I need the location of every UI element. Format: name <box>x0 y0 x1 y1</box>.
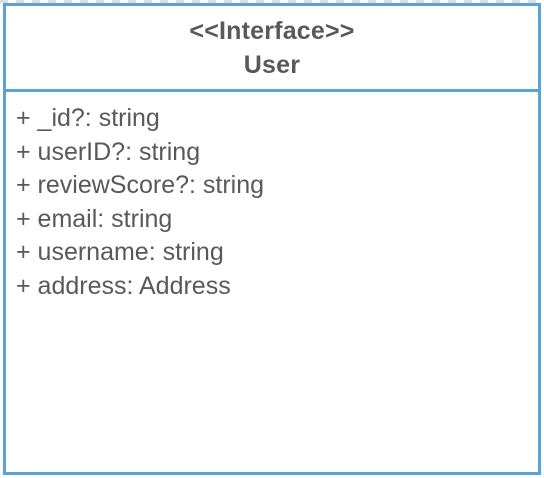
uml-attribute: + address: Address <box>16 271 231 300</box>
uml-attribute: + reviewScore?: string <box>16 171 265 199</box>
uml-class-name: User <box>243 50 301 79</box>
uml-stereotype: <<Interface>> <box>189 16 355 45</box>
uml-attribute: + _id?: string <box>16 104 160 132</box>
uml-interface-box: <<Interface>> User + _id?: string + user… <box>3 3 541 475</box>
uml-attribute: + userID?: string <box>16 137 201 166</box>
top-edge-decoration <box>0 0 544 3</box>
uml-header: <<Interface>> User <box>6 6 538 92</box>
uml-attribute: + username: string <box>16 238 224 266</box>
uml-attribute: + email: string <box>16 204 173 233</box>
uml-attributes: + _id?: string + userID?: string + revie… <box>6 92 538 303</box>
